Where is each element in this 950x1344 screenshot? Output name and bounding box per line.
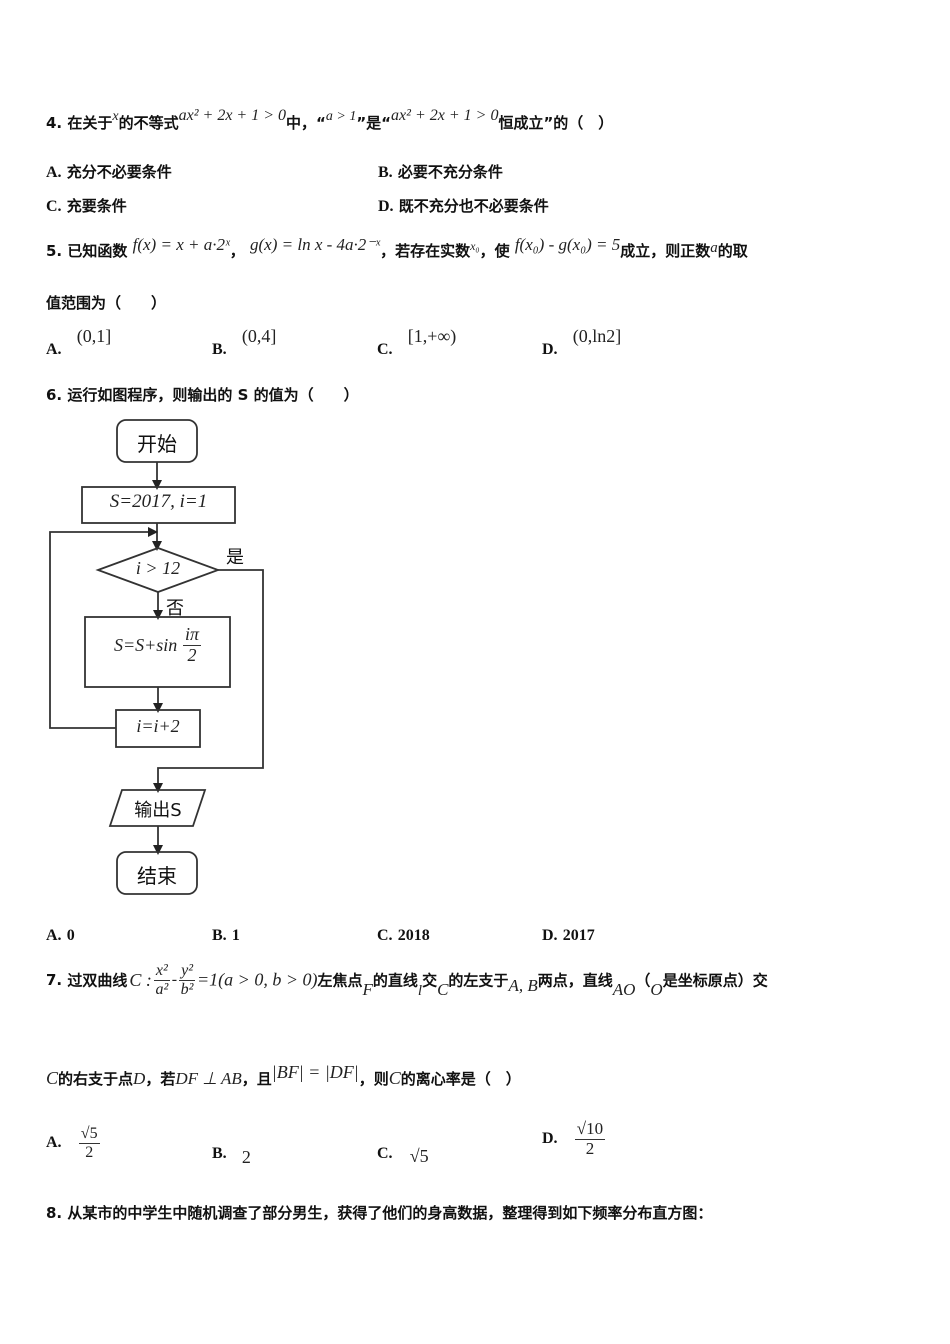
question-number: 6. [46,386,63,404]
question-6-stem: 6. 运行如图程序，则输出的 S 的值为（ ） [46,386,359,404]
question-8-stem: 8. 从某市的中学生中随机调查了部分男生，获得了他们的身高数据，整理得到如下频率… [46,1204,713,1222]
math-inequality: ax² + 2x + 1 > 0 [391,107,499,124]
flowchart-end-label: 结束 [137,864,177,888]
q4-option-b[interactable]: B. 必要不充分条件 [378,163,503,181]
math-var: a [710,240,718,256]
flowchart-init-node [81,486,236,524]
q7-option-d[interactable]: D. √10 2 [542,1119,606,1158]
q5-option-c[interactable]: C. [1,+∞) [377,326,457,358]
question-5-stem: 5. 已知函数 f(x) = x + a·2ˣ， g(x) = ln x - 4… [46,235,748,260]
q7-option-a[interactable]: A. √5 2 [46,1125,100,1161]
flowchart-end-node [116,851,198,895]
flowchart-condition-label: i > 12 [135,558,181,578]
math-var: x [112,109,119,124]
q6-option-c[interactable]: C. 2018 [377,927,430,944]
flowchart-increment-label: i=i+2 [136,716,180,736]
question-5-stem-line2: 值范围为（ ） [46,294,167,312]
flowchart-start-label: 开始 [137,432,177,456]
q4-option-c[interactable]: C. 充要条件 [46,197,127,215]
question-number: 5. [46,242,63,260]
q5-option-d[interactable]: D. (0,ln2] [542,326,622,358]
math-g-definition: g(x) = ln x - 4a·2⁻ˣ [250,235,381,254]
flowchart-output-node [108,789,207,827]
q7-option-b[interactable]: B. 2 [212,1145,251,1167]
math-condition: f(x₀) - g(x₀) = 5 [514,235,621,254]
flowchart-no-label: 否 [166,598,184,619]
q6-option-d[interactable]: D. 2017 [542,927,595,944]
flowchart-yes-label: 是 [226,547,244,568]
question-4-stem: 4. 在关于x的不等式ax² + 2x + 1 > 0中，“a > 1”是“ax… [46,107,614,132]
question-number: 4. [46,114,63,132]
math-inequality: ax² + 2x + 1 > 0 [178,107,287,124]
q4-option-d[interactable]: D. 既不充分也不必要条件 [378,197,549,215]
q4-option-a[interactable]: A. 充分不必要条件 [46,163,172,181]
math-var: x₀ [470,239,480,253]
flowchart-process-label: S=S+sin iπ 2 [113,624,202,665]
question-7-stem-line2: C的右支于点D，若DF ⊥ AB，且|BF| = |DF|，则C的离心率是（ ） [46,1062,521,1088]
flowchart-init-label: S=2017, i=1 [109,491,208,512]
q5-option-a[interactable]: A. (0,1] [46,326,112,358]
question-number: 7. [46,971,63,990]
q6-option-a[interactable]: A. 0 [46,927,75,944]
q7-option-c[interactable]: C. √5 [377,1145,429,1166]
question-number: 8. [46,1204,63,1222]
q6-option-b[interactable]: B. 1 [212,927,240,944]
math-condition: a > 1 [325,109,357,124]
q5-option-b[interactable]: B. (0,4] [212,326,277,358]
flowchart-output-label: 输出S [134,800,182,821]
flowchart-increment-node [115,709,201,748]
math-f-definition: f(x) = x + a·2ˣ [132,235,230,254]
